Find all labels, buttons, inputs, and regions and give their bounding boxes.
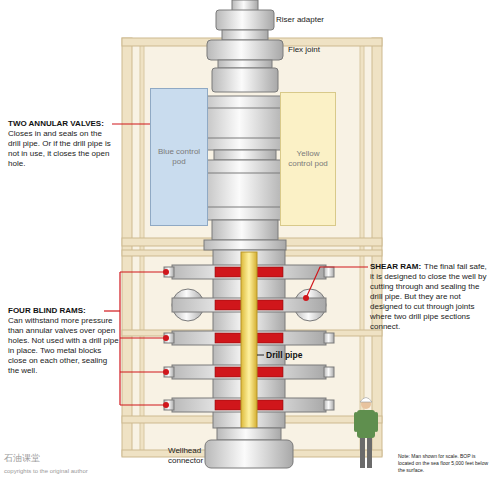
ram-block	[257, 400, 283, 410]
leader-line	[306, 267, 368, 298]
watermark: 石油课堂	[4, 453, 40, 463]
ram-block	[215, 300, 241, 310]
callout-heading: SHEAR RAM:	[370, 262, 421, 271]
part-name: Riser adapter	[276, 15, 324, 24]
flex-joint	[207, 40, 283, 60]
callout: Can withstand more pressure than annular…	[8, 316, 119, 375]
control-pod: Yellow control pod	[280, 92, 336, 226]
man-figure	[354, 398, 378, 469]
support-frame	[122, 38, 382, 457]
ram-block	[215, 367, 241, 377]
ram-block	[215, 333, 241, 343]
callout-block: TWO ANNULAR VALVES:Closes in and seals o…	[8, 119, 116, 169]
stack-neck	[222, 30, 268, 40]
leader-line	[120, 371, 166, 372]
control-pod: Blue control pod	[150, 88, 208, 226]
leader-line	[104, 310, 120, 311]
frame-panel	[130, 44, 374, 454]
ram-block	[257, 333, 283, 343]
watermark-block: copyrights to the original author	[4, 467, 124, 475]
ram-block	[215, 400, 241, 410]
upper-stack	[198, 0, 290, 250]
leader-dot	[303, 295, 309, 301]
valve-band	[198, 173, 290, 174]
part-name-block: Wellhead connector	[168, 446, 210, 466]
callout-block: FOUR BLIND RAMS:Can withstand more press…	[8, 306, 120, 376]
stack-neck	[218, 60, 272, 68]
stack-neck	[214, 150, 276, 160]
leader-line	[120, 337, 166, 338]
frame-post	[140, 44, 144, 454]
stack-flange	[204, 240, 286, 250]
valve-band	[198, 207, 290, 208]
frame-post	[122, 38, 132, 456]
valve-band	[198, 108, 290, 109]
stack-flange	[212, 68, 278, 92]
hard-hat	[360, 398, 372, 403]
pod-label: Blue control pod	[151, 147, 207, 167]
ram-cap	[324, 367, 334, 377]
callout-block: SHEAR RAM:The final fail safe, it is des…	[370, 262, 488, 332]
callout-heading: Drill pipe	[266, 350, 302, 360]
man-leg	[360, 436, 365, 468]
ram-block	[257, 367, 283, 377]
leader-dot	[163, 335, 169, 341]
leader-dot	[163, 269, 169, 275]
note-block: Note: Man shown for scale. BOP is locate…	[398, 453, 490, 474]
annular-valve	[198, 96, 290, 150]
man-body	[357, 410, 375, 438]
frame-post	[372, 38, 382, 456]
ram-cap	[324, 400, 334, 410]
ram-cap	[324, 267, 334, 277]
callout: The final fail safe, it is designed to c…	[370, 262, 487, 331]
ram-cap	[164, 400, 174, 410]
ram-cap	[324, 333, 334, 343]
part-name-block: Flex joint	[288, 45, 358, 55]
ram-cap	[164, 367, 174, 377]
part-name-block: Drill pipe	[266, 350, 316, 361]
wellhead	[205, 428, 293, 468]
ram-block	[257, 300, 283, 310]
watermark: copyrights to the original author	[4, 468, 88, 474]
note: Note: Man shown for scale. BOP is locate…	[398, 453, 488, 473]
pod-label: Yellow control pod	[281, 149, 335, 169]
annular-valve	[198, 160, 290, 220]
part-name: Wellhead connector	[168, 446, 203, 465]
valve-band	[198, 138, 290, 139]
ram-block	[215, 267, 241, 277]
wellhead-connector	[205, 440, 293, 468]
callout-heading: TWO ANNULAR VALVES:	[8, 119, 116, 129]
watermark-block: 石油课堂	[4, 453, 84, 464]
riser-adapter	[216, 10, 274, 30]
ram-cap	[164, 267, 174, 277]
part-name: Flex joint	[288, 45, 320, 54]
callout: Closes in and seals on the drill pipe. O…	[8, 129, 111, 168]
leader-dot	[163, 369, 169, 375]
man-leg	[367, 436, 372, 468]
leader-line	[120, 271, 166, 272]
part-name-block: Riser adapter	[276, 15, 356, 25]
callout-heading: FOUR BLIND RAMS:	[8, 306, 120, 316]
drill-pipe	[241, 252, 257, 430]
man-arm	[354, 412, 358, 432]
ram-cap	[164, 333, 174, 343]
ram-block	[257, 267, 283, 277]
wellhead-neck	[217, 428, 281, 440]
leader-line	[120, 404, 166, 405]
leader-dot	[163, 402, 169, 408]
frame-post	[360, 44, 364, 454]
stack-neck	[212, 220, 278, 240]
pointer-line	[257, 355, 264, 356]
man-arm	[374, 412, 378, 432]
